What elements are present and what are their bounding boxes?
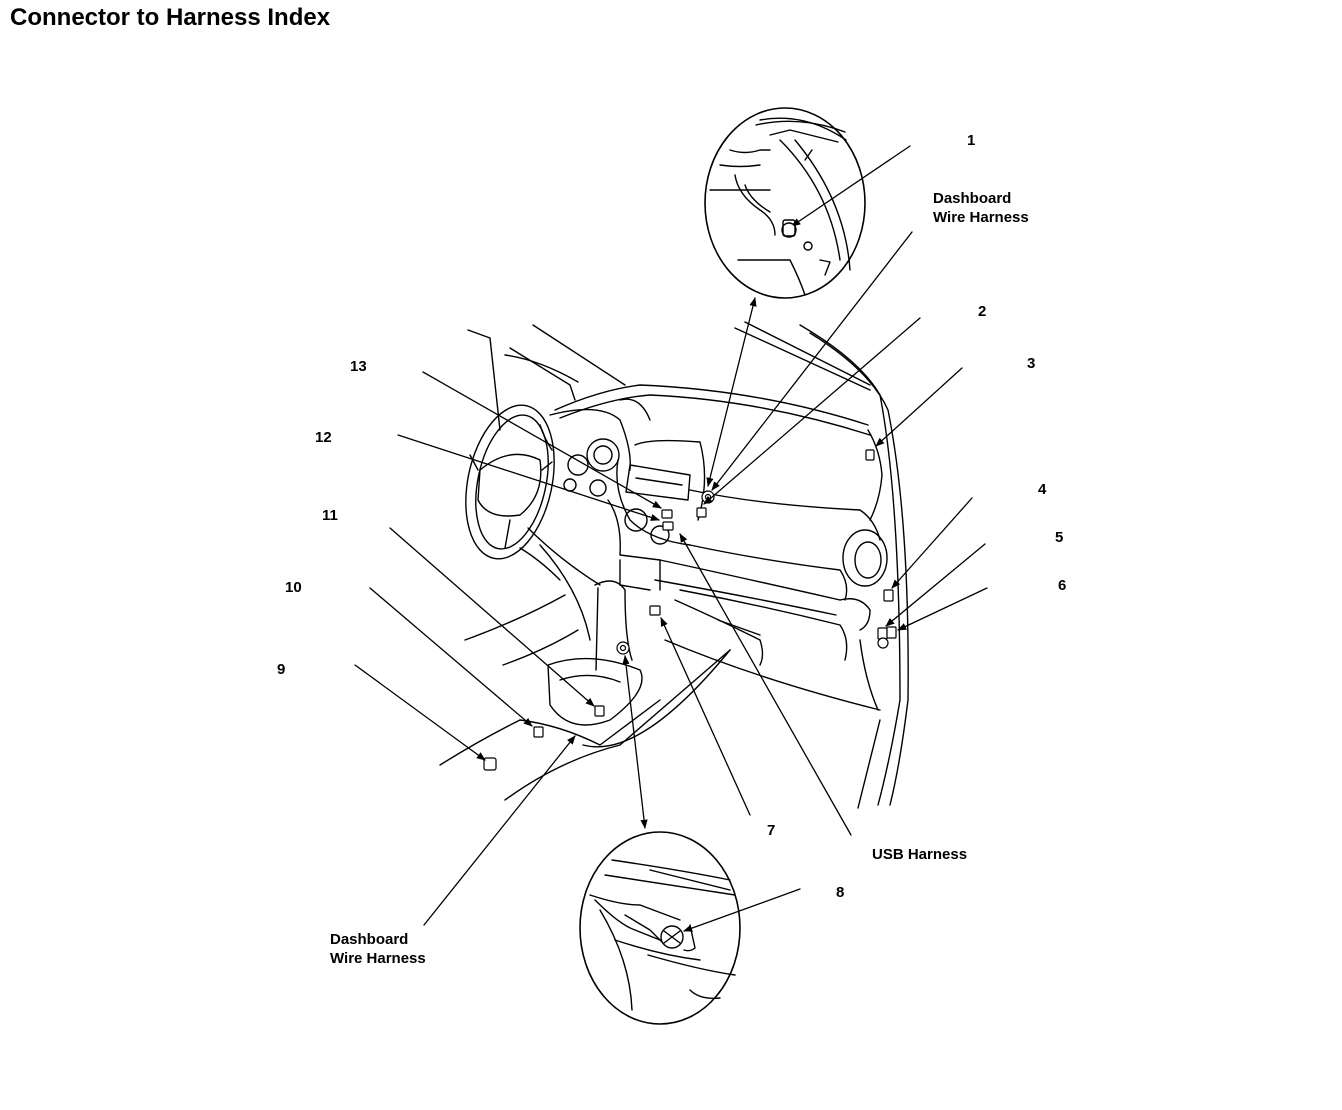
callout-5: 5 bbox=[1055, 529, 1063, 546]
usb-harness-label: USB Harness bbox=[872, 845, 967, 864]
harness-label-line-2: Wire Harness bbox=[933, 209, 1029, 226]
callout-4: 4 bbox=[1038, 481, 1047, 498]
dashboard-wire-harness-label-bottom: Dashboard Wire Harness bbox=[330, 930, 426, 968]
callout-9: 9 bbox=[277, 661, 285, 678]
callout-10: 10 bbox=[285, 579, 302, 596]
callout-6: 6 bbox=[1058, 577, 1066, 594]
callout-2: 2 bbox=[978, 303, 986, 320]
callout-3: 3 bbox=[1027, 355, 1035, 372]
callout-numbers: 1 2 3 4 5 6 7 8 9 10 11 12 13 bbox=[277, 132, 1066, 901]
leader-lines bbox=[354, 145, 988, 932]
harness-label-line-1: Dashboard bbox=[933, 190, 1012, 207]
callout-1: 1 bbox=[967, 132, 975, 149]
connectors bbox=[483, 449, 897, 771]
harness-label-line-2: Wire Harness bbox=[330, 950, 426, 967]
harness-label-line-1: Dashboard bbox=[330, 931, 409, 948]
callout-12: 12 bbox=[315, 429, 332, 446]
dashboard-illustration bbox=[439, 321, 909, 809]
usb-harness-text: USB Harness bbox=[872, 846, 968, 863]
detail-bubble-top bbox=[704, 107, 866, 299]
callout-13: 13 bbox=[350, 358, 367, 375]
dashboard-wire-harness-label-top: Dashboard Wire Harness bbox=[933, 189, 1029, 227]
callout-8: 8 bbox=[836, 884, 844, 901]
page-title: Connector to Harness Index bbox=[10, 4, 331, 31]
callout-11: 11 bbox=[322, 507, 338, 524]
callout-7: 7 bbox=[767, 822, 775, 839]
detail-bubble-bottom bbox=[579, 831, 741, 1025]
